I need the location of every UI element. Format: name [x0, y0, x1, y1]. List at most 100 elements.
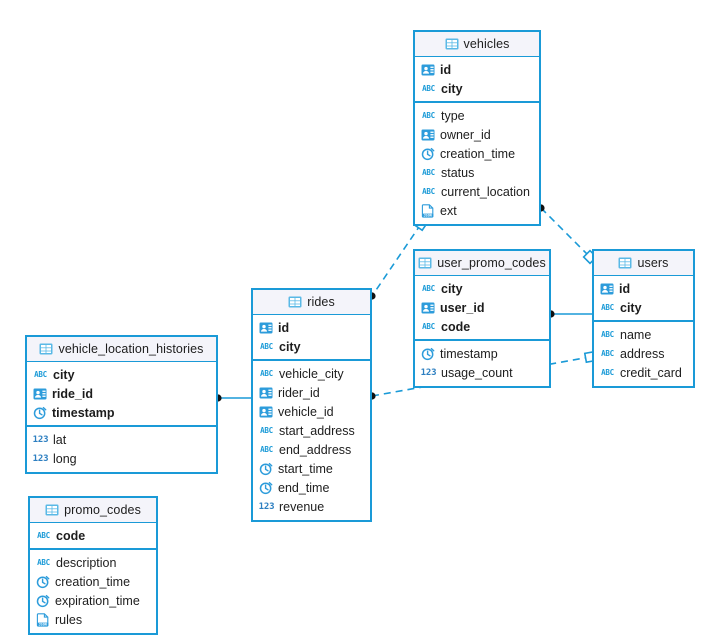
abc-icon: ABC [422, 321, 435, 331]
column-vehicles-creation-time[interactable]: creation_time [415, 144, 539, 163]
column-label: name [620, 327, 652, 342]
abc-icon: ABC [260, 425, 273, 435]
table-header-users[interactable]: users [594, 251, 693, 276]
id-card-icon [259, 405, 273, 419]
abc-icon: ABC [260, 341, 273, 351]
column-label: revenue [279, 499, 325, 514]
abc-icon: ABC [422, 283, 435, 293]
column-promo-codes-rules[interactable]: JSON rules [30, 610, 156, 629]
column-users-id[interactable]: id [594, 279, 693, 298]
column-vehicles-city[interactable]: ABC city [415, 79, 539, 98]
table-header-vehicles[interactable]: vehicles [415, 32, 539, 57]
column-rides-start-address[interactable]: ABC start_address [253, 421, 370, 440]
column-label: city [53, 367, 75, 382]
column-rides-rider-id[interactable]: rider_id [253, 383, 370, 402]
column-rides-end-time[interactable]: end_time [253, 478, 370, 497]
column-vehicles-id[interactable]: id [415, 60, 539, 79]
table-header-rides[interactable]: rides [253, 290, 370, 315]
column-label: long [53, 451, 77, 466]
column-label: start_address [279, 423, 355, 438]
column-promo-codes-expiration-time[interactable]: expiration_time [30, 591, 156, 610]
column-label: type [441, 108, 465, 123]
table-title: rides [307, 295, 335, 309]
column-label: lat [53, 432, 67, 447]
column-vehicle-location-histories-ride-id[interactable]: ride_id [27, 384, 216, 403]
clock-icon [259, 481, 273, 495]
column-vehicles-owner-id[interactable]: owner_id [415, 125, 539, 144]
table-header-user-promo-codes[interactable]: user_promo_codes [415, 251, 549, 276]
table-grid-icon [288, 295, 302, 309]
id-card-icon [421, 128, 435, 142]
svg-text:JSON: JSON [39, 622, 47, 626]
column-label: city [279, 339, 301, 354]
column-label: user_id [440, 300, 485, 315]
column-label: code [56, 528, 86, 543]
column-label: ride_id [52, 386, 93, 401]
column-rides-vehicle-id[interactable]: vehicle_id [253, 402, 370, 421]
column-label: timestamp [52, 405, 115, 420]
column-label: expiration_time [55, 593, 140, 608]
abc-icon: ABC [422, 83, 435, 93]
table-header-vehicle-location-histories[interactable]: vehicle_location_histories [27, 337, 216, 362]
id-card-icon [33, 387, 47, 401]
table-title: promo_codes [64, 503, 141, 517]
column-label: id [619, 281, 631, 296]
column-promo-codes-creation-time[interactable]: creation_time [30, 572, 156, 591]
column-rides-city[interactable]: ABC city [253, 337, 370, 356]
column-label: creation_time [440, 146, 516, 161]
column-rides-start-time[interactable]: start_time [253, 459, 370, 478]
clock-icon [33, 406, 47, 420]
table-title: vehicles [463, 37, 510, 51]
column-label: credit_card [620, 365, 682, 380]
column-user-promo-codes-user-id[interactable]: user_id [415, 298, 549, 317]
table-grid-icon [45, 503, 59, 517]
column-user-promo-codes-timestamp[interactable]: timestamp [415, 344, 549, 363]
column-vehicle-location-histories-timestamp[interactable]: timestamp [27, 403, 216, 422]
column-rides-id[interactable]: id [253, 318, 370, 337]
column-label: rules [55, 612, 83, 627]
column-label: current_location [441, 184, 530, 199]
column-label: description [56, 555, 117, 570]
clock-icon [36, 594, 50, 608]
column-label: vehicle_id [278, 404, 334, 419]
abc-icon: ABC [422, 167, 435, 177]
table-header-promo-codes[interactable]: promo_codes [30, 498, 156, 523]
json-file-icon: JSON [421, 203, 435, 218]
column-label: vehicle_city [279, 366, 344, 381]
column-label: city [441, 81, 463, 96]
table-grid-icon [39, 342, 53, 356]
